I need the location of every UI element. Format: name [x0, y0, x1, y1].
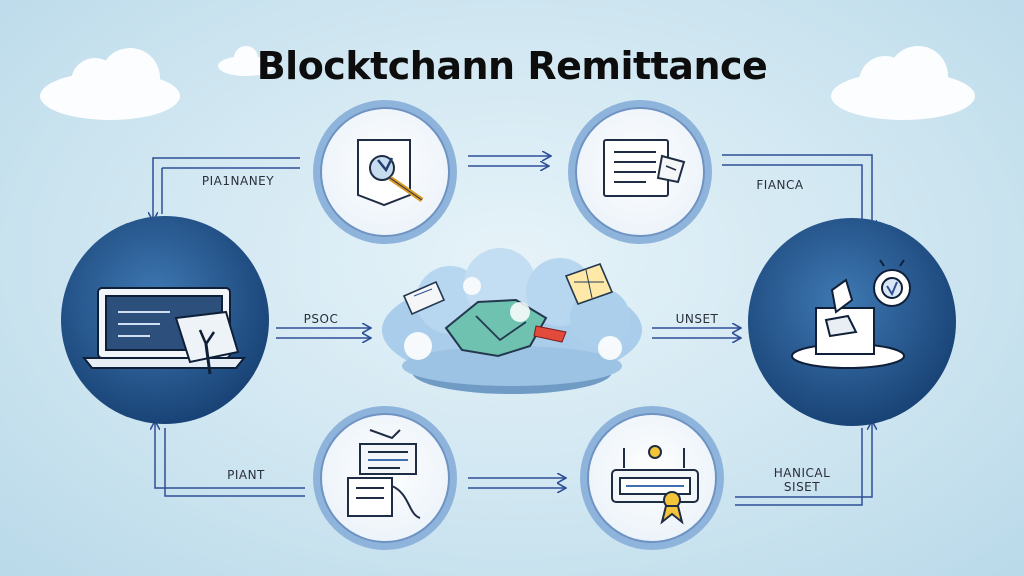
label-mid-right: UNSET [675, 312, 719, 326]
arrow-card-to-bank [735, 422, 872, 498]
document-tag-icon [603, 139, 686, 197]
node-ledger-papers [313, 406, 457, 550]
cloud-small-top [218, 46, 274, 76]
label-top-right: FIANCA [756, 178, 804, 192]
label-bottom-right-line1: HANICAL [773, 466, 831, 480]
label-bottom-right: HANICAL SISET [752, 466, 852, 494]
node-blockchain-cloud [382, 248, 642, 394]
label-bottom-right-line2: SISET [783, 480, 821, 494]
card-reader-icon [611, 445, 699, 525]
node-search-document [313, 100, 457, 244]
node-card-reader [580, 406, 724, 550]
cloud-top-left [40, 48, 180, 120]
node-bank-building [748, 218, 956, 426]
search-document-icon [357, 139, 424, 207]
bank-building-icon [791, 259, 911, 369]
arrow-topleft-to-laptop [153, 157, 300, 220]
node-document-tag [568, 100, 712, 244]
node-laptop-wallet [61, 216, 269, 424]
label-top-left: PIA1NANEY [201, 174, 275, 188]
laptop-wallet-icon [81, 287, 247, 375]
page-title: Blocktchann Remittance [256, 44, 768, 88]
arrow-ledger-to-laptop [155, 422, 305, 489]
label-bottom-left: PIANT [227, 468, 265, 482]
label-mid-left: PSOC [303, 312, 339, 326]
cloud-top-right [831, 46, 975, 120]
blockchain-cloud-icon [382, 248, 642, 394]
connector-arrows [153, 154, 872, 506]
ledger-papers-icon [347, 429, 421, 519]
arrow-doc-to-bank [722, 154, 872, 228]
